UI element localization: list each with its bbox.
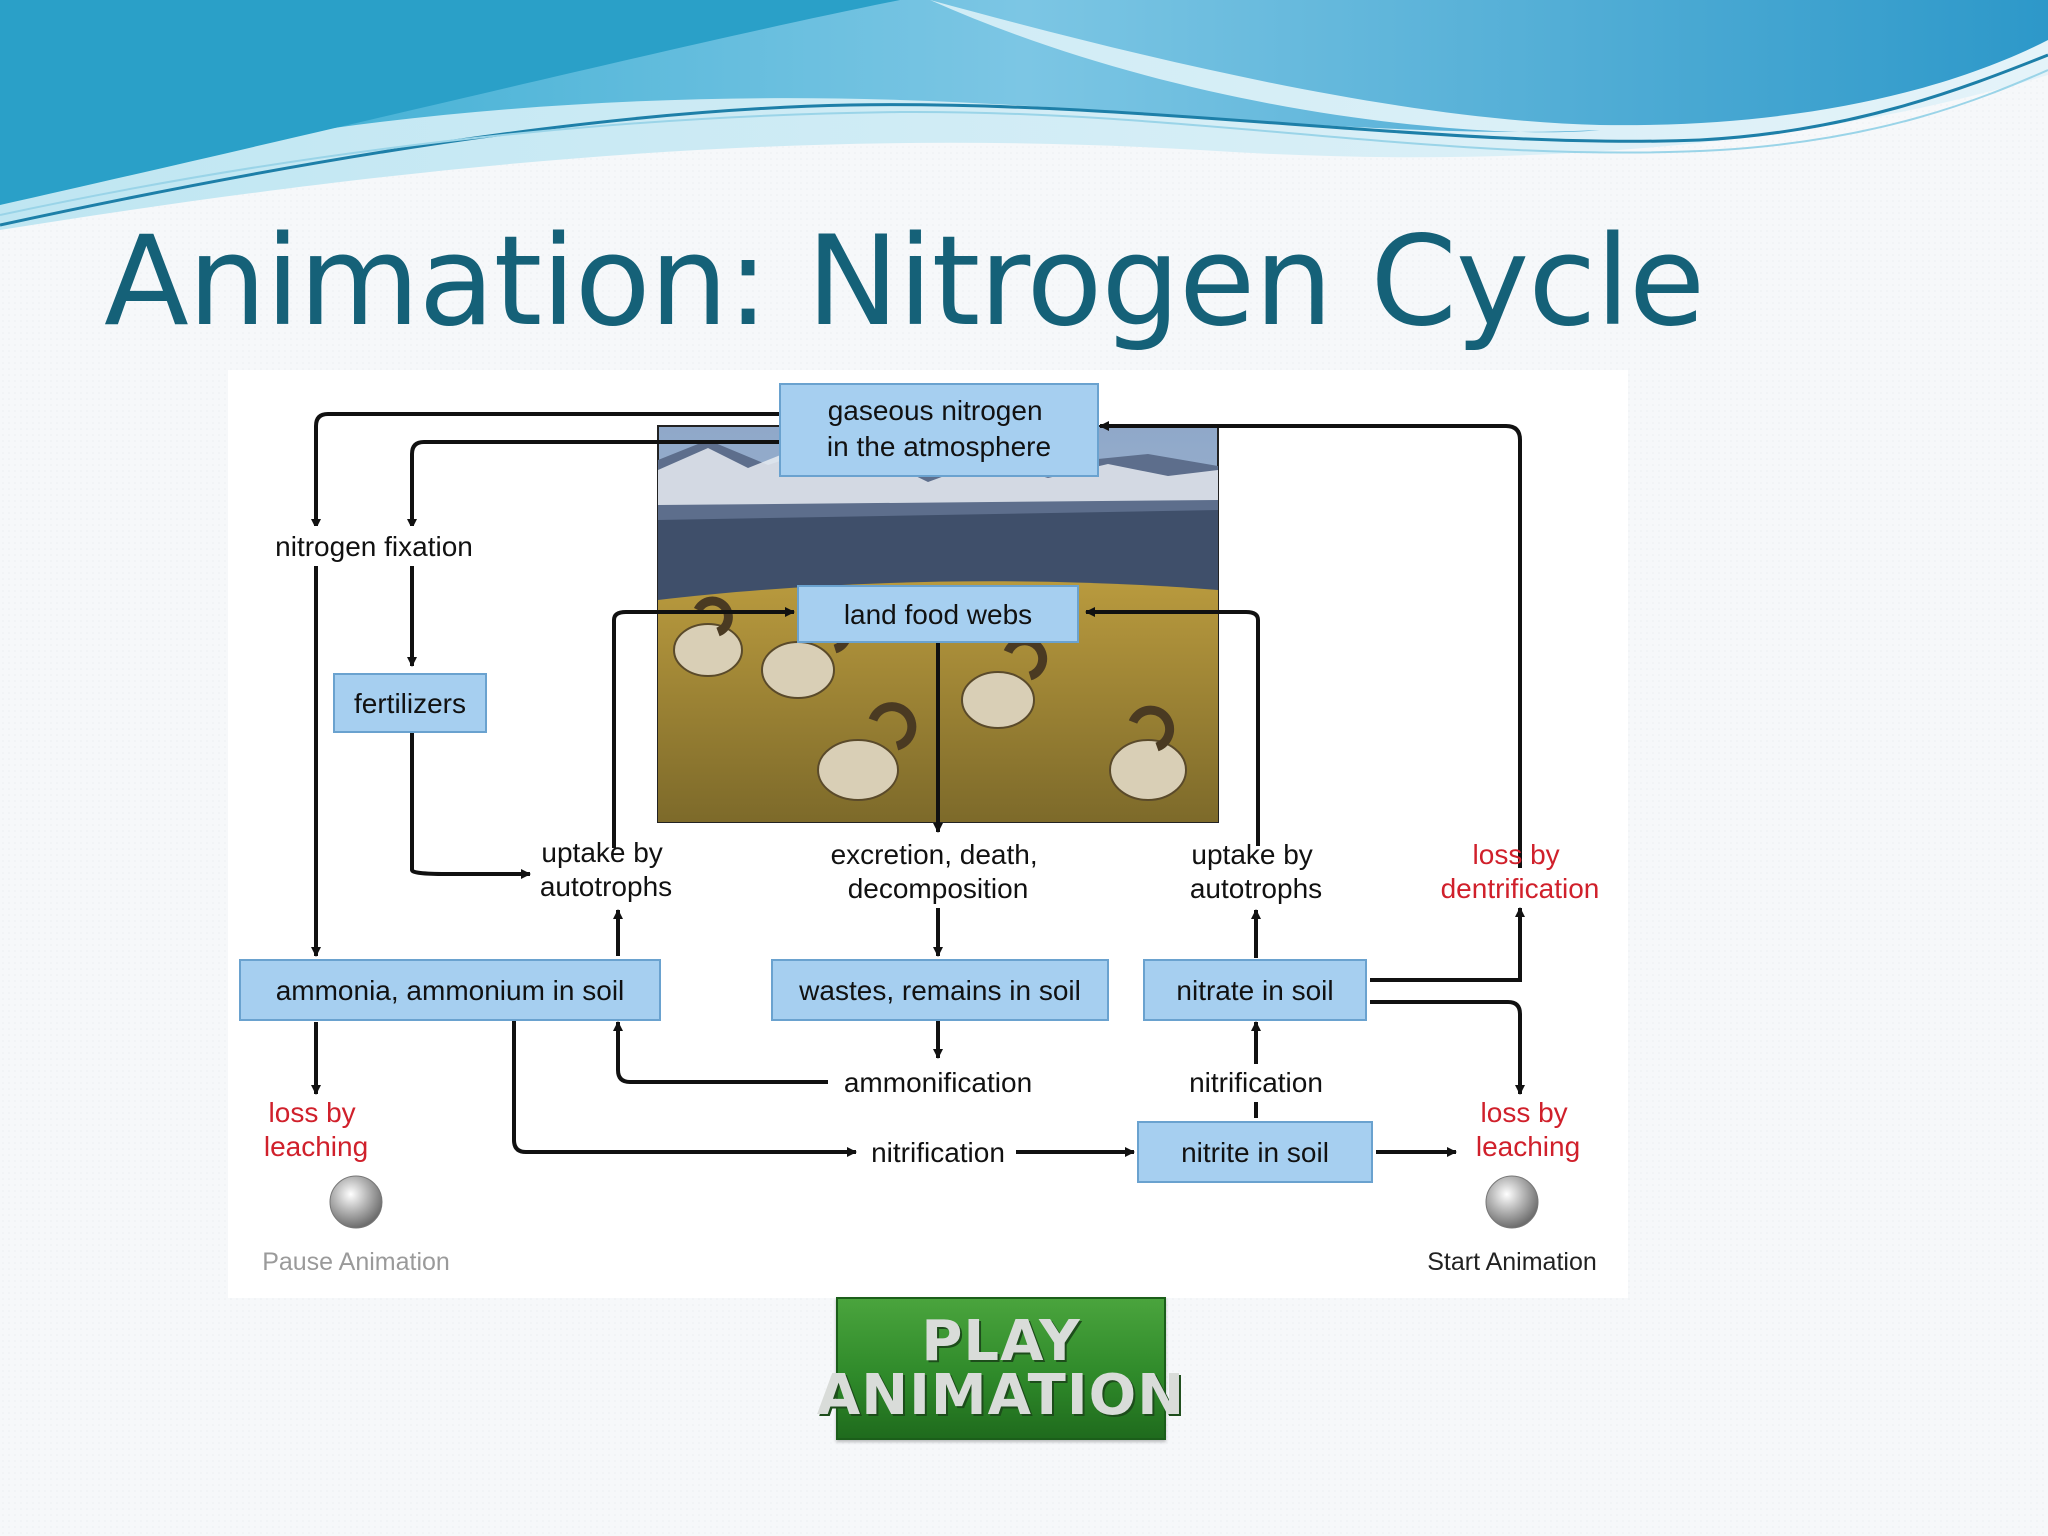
- start-animation-label: Start Animation: [1427, 1248, 1597, 1276]
- arrow-ammonification-to-ammonia: [618, 1022, 828, 1082]
- label-loss-denitrification-line2: dentrification: [1441, 873, 1600, 904]
- nitrogen-cycle-diagram: gaseous nitrogen in the atmosphere land …: [228, 370, 1628, 1298]
- label-loss-leaching-left-line2: leaching: [264, 1131, 368, 1162]
- pause-animation-label: Pause Animation: [262, 1248, 450, 1276]
- play-button-line2: ANIMATION: [817, 1369, 1185, 1423]
- label-excretion-line2: decomposition: [848, 873, 1029, 904]
- arrow-ammonia-to-nitrification: [514, 1020, 856, 1152]
- label-loss-leaching-right-line2: leaching: [1476, 1131, 1580, 1162]
- label-nitrification-lower: nitrification: [871, 1137, 1005, 1168]
- start-animation-button[interactable]: [1486, 1176, 1538, 1228]
- play-animation-button[interactable]: PLAY ANIMATION: [836, 1297, 1166, 1440]
- label-excretion-line1: excretion, death,: [831, 839, 1038, 870]
- box-atmosphere: gaseous nitrogen in the atmosphere: [780, 384, 1098, 476]
- box-ammonia-soil: ammonia, ammonium in soil: [240, 960, 660, 1020]
- label-uptake-left: uptake by autotrophs: [540, 837, 672, 902]
- label-ammonification: ammonification: [844, 1067, 1032, 1098]
- nitrogen-cycle-figure: gaseous nitrogen in the atmosphere land …: [228, 370, 1628, 1298]
- label-uptake-right-line1: uptake by: [1191, 839, 1312, 870]
- box-wastes-soil: wastes, remains in soil: [772, 960, 1108, 1020]
- label-loss-denitrification-line1: loss by: [1473, 839, 1560, 870]
- label-uptake-right: uptake by autotrophs: [1190, 839, 1322, 904]
- box-atmosphere-line1: gaseous nitrogen: [828, 395, 1043, 426]
- box-fertilizers: fertilizers: [334, 674, 486, 732]
- play-button-line1: PLAY: [921, 1315, 1080, 1369]
- label-uptake-left-line2: autotrophs: [540, 871, 672, 902]
- label-nitrogen-fixation: nitrogen fixation: [275, 531, 473, 562]
- box-nitrite-soil-text: nitrite in soil: [1181, 1137, 1329, 1168]
- box-land-food-webs-text: land food webs: [844, 599, 1032, 630]
- label-loss-leaching-left-line1: loss by: [269, 1097, 356, 1128]
- box-nitrate-soil-text: nitrate in soil: [1176, 975, 1333, 1006]
- label-uptake-right-line2: autotrophs: [1190, 873, 1322, 904]
- box-ammonia-soil-text: ammonia, ammonium in soil: [276, 975, 625, 1006]
- arrow-nitrate-to-denitrification: [1370, 908, 1520, 980]
- box-fertilizers-text: fertilizers: [354, 688, 466, 719]
- box-nitrite-soil: nitrite in soil: [1138, 1122, 1372, 1182]
- label-uptake-left-line1: uptake by: [541, 837, 662, 868]
- arrow-fertilizers-to-uptake: [412, 732, 530, 874]
- label-nitrification-upper: nitrification: [1189, 1067, 1323, 1098]
- box-wastes-soil-text: wastes, remains in soil: [798, 975, 1081, 1006]
- label-loss-denitrification: loss by dentrification: [1441, 839, 1600, 904]
- box-nitrate-soil: nitrate in soil: [1144, 960, 1366, 1020]
- box-land-food-webs: land food webs: [798, 586, 1078, 642]
- pause-animation-button[interactable]: [330, 1176, 382, 1228]
- label-loss-leaching-left: loss by leaching: [264, 1097, 368, 1162]
- label-loss-leaching-right-line1: loss by: [1481, 1097, 1568, 1128]
- arrow-nitrate-to-leaching: [1370, 1002, 1520, 1094]
- label-loss-leaching-right: loss by leaching: [1476, 1097, 1580, 1162]
- slide-title: Animation: Nitrogen Cycle: [104, 210, 1704, 354]
- box-atmosphere-line2: in the atmosphere: [827, 431, 1051, 462]
